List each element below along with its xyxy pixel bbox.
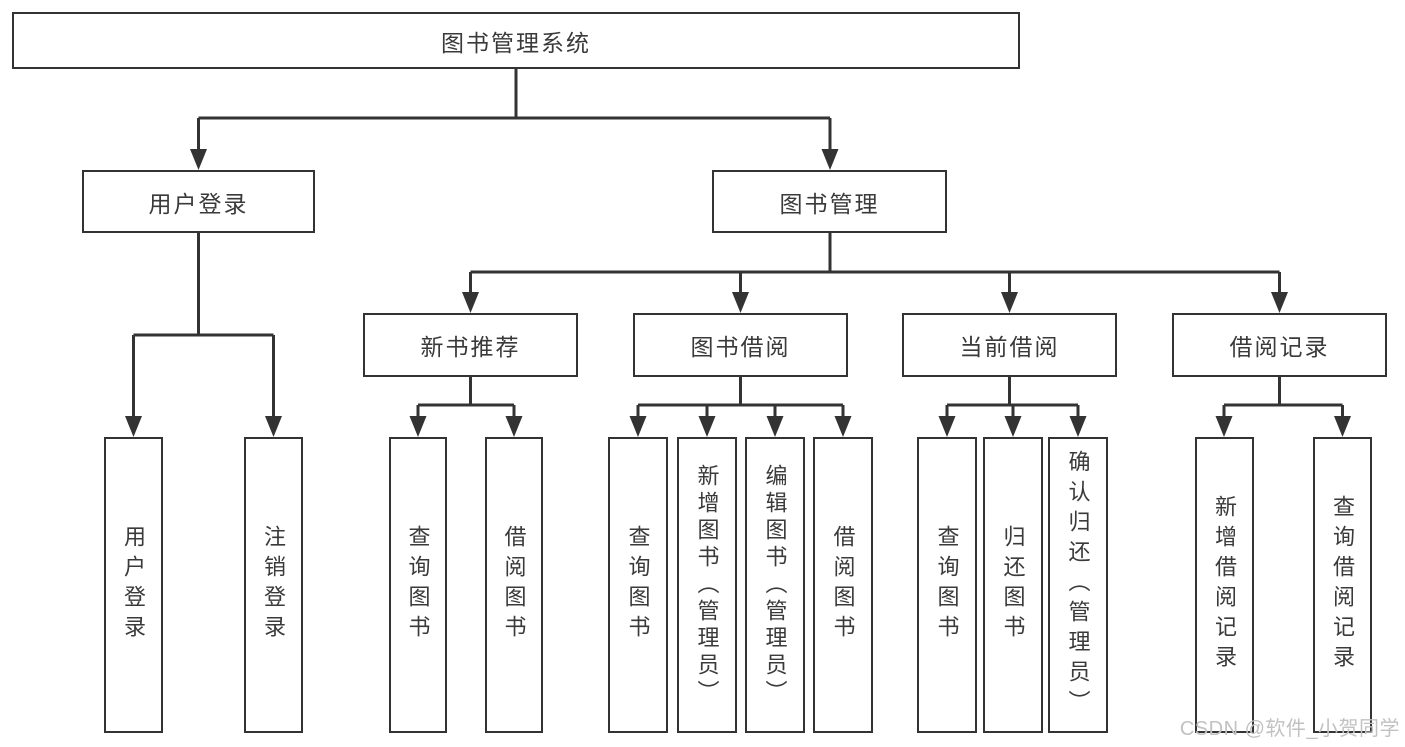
leaf-edit-books-admin-label: 编辑图书（管理员） [762,463,788,707]
leaf-current-query-books: 查询图书 [917,437,977,733]
leaf-logout-label: 注销登录 [261,525,287,645]
leaf-add-borrow-record-label: 新增借阅记录 [1212,495,1238,675]
node-new-book-recommend-label: 新书推荐 [420,334,521,360]
leaf-user-login: 用户登录 [104,437,163,733]
node-current-borrow-label: 当前借阅 [959,334,1060,360]
node-book-borrow-label: 图书借阅 [690,334,791,360]
leaf-logout: 注销登录 [244,437,303,733]
leaf-add-books-admin-label: 新增图书（管理员） [694,463,720,707]
leaf-borrow-query-books-label: 查询图书 [625,525,651,645]
node-current-borrow: 当前借阅 [902,313,1117,377]
leaf-add-books-admin: 新增图书（管理员） [677,437,737,733]
node-book-borrow: 图书借阅 [633,313,848,377]
node-user-login-group: 用户登录 [82,170,315,233]
leaf-recommend-query-books: 查询图书 [389,437,447,733]
leaf-recommend-borrow-books: 借阅图书 [485,437,543,733]
leaf-add-borrow-record: 新增借阅记录 [1195,437,1254,733]
node-borrow-record-label: 借阅记录 [1229,334,1330,360]
leaf-borrow-books-label: 借阅图书 [830,525,856,645]
node-root-label: 图书管理系统 [441,29,591,56]
leaf-query-borrow-record: 查询借阅记录 [1313,437,1372,733]
leaf-return-books-label: 归还图书 [1000,525,1026,645]
leaf-confirm-return-admin-label: 确认归还（管理员） [1065,450,1091,720]
csdn-watermark: CSDN @软件_小贺同学 [1179,718,1400,740]
leaf-return-books: 归还图书 [983,437,1043,733]
leaf-recommend-borrow-books-label: 借阅图书 [501,525,527,645]
node-book-management-label: 图书管理 [779,190,880,217]
leaf-user-login-label: 用户登录 [121,525,147,645]
leaf-edit-books-admin: 编辑图书（管理员） [745,437,805,733]
leaf-current-query-books-label: 查询图书 [934,525,960,645]
leaf-query-borrow-record-label: 查询借阅记录 [1330,495,1356,675]
node-user-login-group-label: 用户登录 [148,190,249,217]
node-root: 图书管理系统 [12,12,1020,69]
leaf-borrow-query-books: 查询图书 [608,437,668,733]
node-borrow-record: 借阅记录 [1172,313,1387,377]
node-new-book-recommend: 新书推荐 [363,313,578,377]
leaf-recommend-query-books-label: 查询图书 [405,525,431,645]
leaf-borrow-books: 借阅图书 [813,437,873,733]
node-book-management: 图书管理 [712,170,947,233]
leaf-confirm-return-admin: 确认归还（管理员） [1048,437,1108,733]
arrowheads [125,149,1351,437]
